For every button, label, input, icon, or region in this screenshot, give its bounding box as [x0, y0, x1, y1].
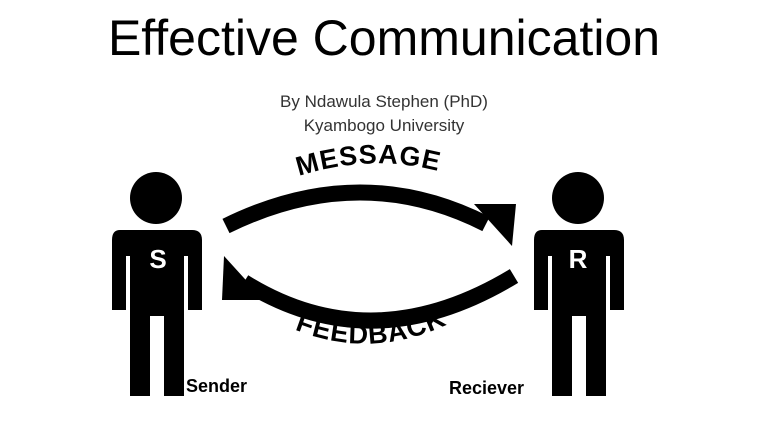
receiver-figure: R	[534, 172, 624, 396]
institution-name: Kyambogo University	[303, 116, 465, 135]
author-name: By Ndawula Stephen (PhD)	[280, 92, 488, 111]
receiver-head	[552, 172, 604, 224]
sender-head	[130, 172, 182, 224]
sender-body	[112, 230, 202, 396]
feedback-arrow-head	[222, 256, 264, 300]
message-arrow	[222, 184, 516, 246]
receiver-label: Reciever	[449, 378, 524, 398]
receiver-body	[534, 230, 624, 396]
byline: By Ndawula Stephen (PhD) Kyambogo Univer…	[0, 90, 768, 138]
sender-label: Sender	[186, 376, 247, 396]
receiver-initial: R	[569, 244, 588, 274]
message-arrow-head	[474, 204, 516, 246]
feedback-arrow-shaft	[239, 269, 519, 329]
feedback-arrow	[222, 256, 519, 329]
communication-diagram: S R MESSAGE FEEDBACK Sender Reciever	[112, 140, 624, 398]
message-label: MESSAGE	[292, 140, 444, 182]
message-arrow-shaft	[222, 184, 490, 234]
slide-title: Effective Communication	[107, 10, 661, 66]
sender-initial: S	[149, 244, 166, 274]
sender-figure: S	[112, 172, 202, 396]
